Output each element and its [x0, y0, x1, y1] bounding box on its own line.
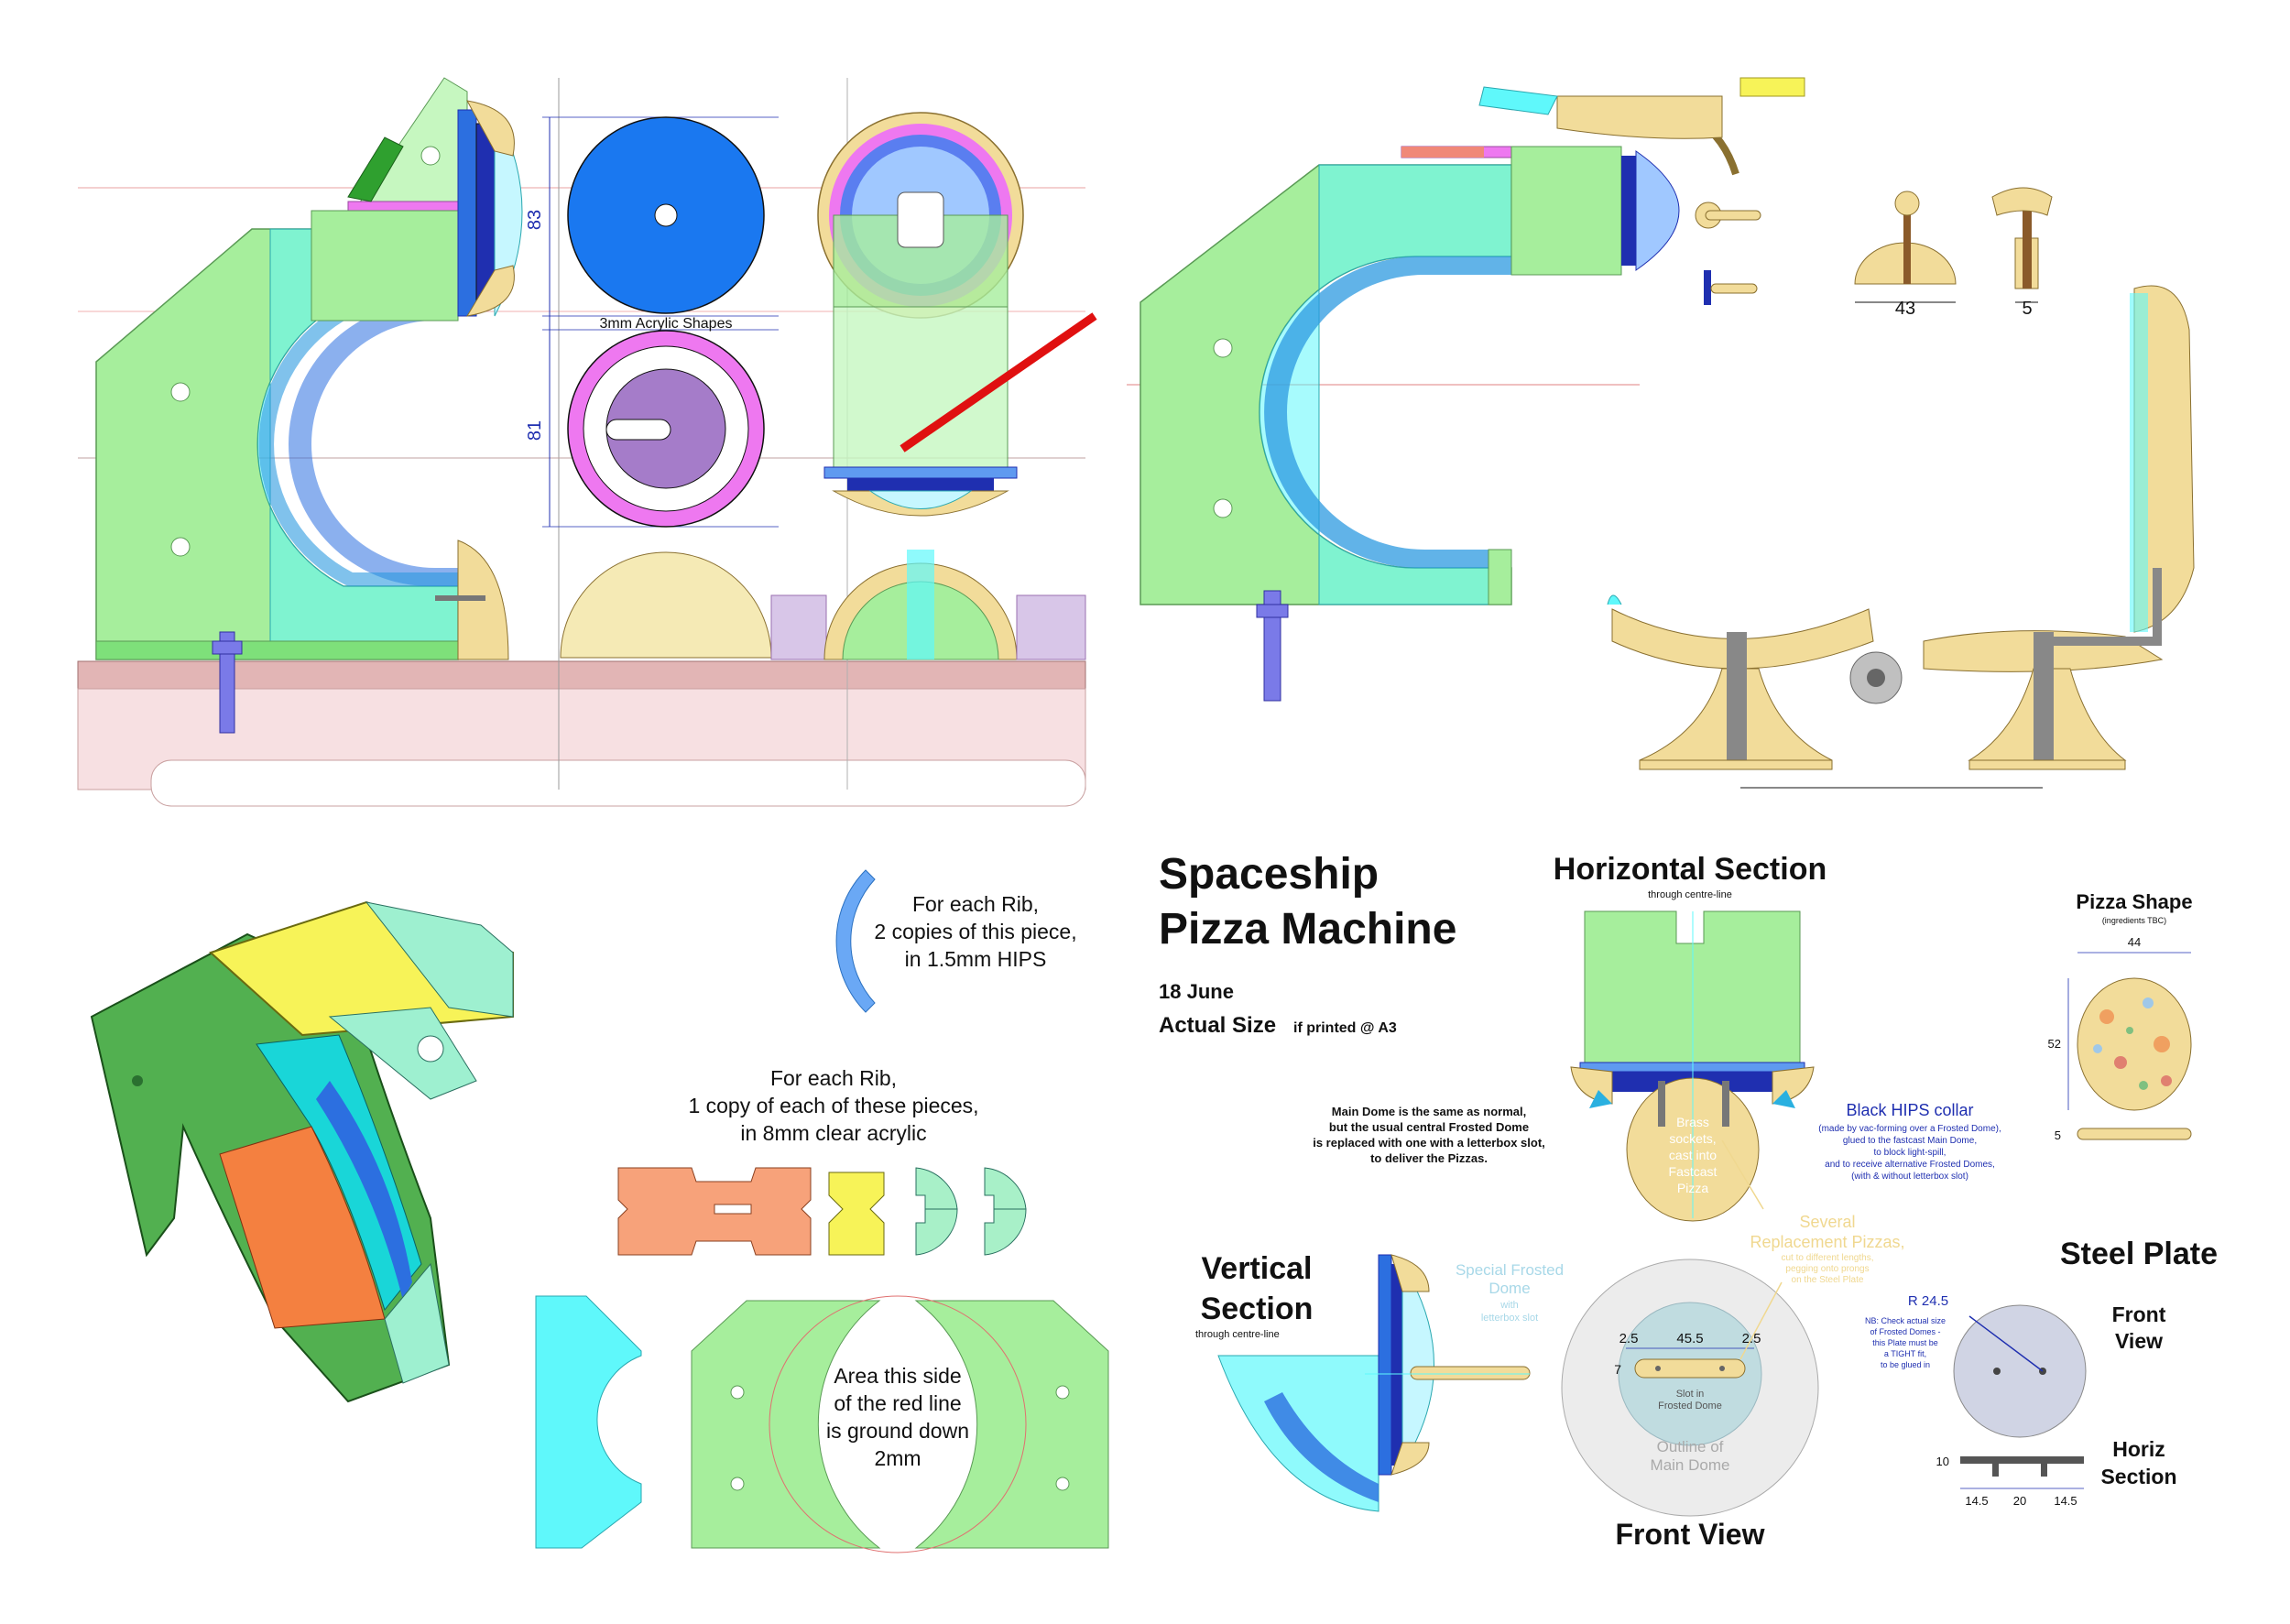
- ground-note-line3: is ground down: [826, 1419, 969, 1443]
- nb-note-5: to be glued in: [1881, 1360, 1930, 1369]
- brass-note-5: Pizza: [1677, 1181, 1708, 1195]
- title-line1: Spaceship: [1159, 850, 1379, 899]
- collar-note-3: to block light-spill,: [1874, 1148, 1946, 1158]
- replacement-sub-3: on the Steel Plate: [1792, 1275, 1864, 1285]
- dim-81: 81: [525, 420, 545, 441]
- steel-plate-title: Steel Plate: [2060, 1237, 2218, 1271]
- rib-acrylic-line1: For each Rib,: [770, 1066, 897, 1090]
- nb-note-4: a TIGHT fit,: [1884, 1349, 1926, 1358]
- pizza-shape-subtitle: (ingredients TBC): [2102, 916, 2166, 925]
- brass-note: Brass sockets, cast into Fastcast Pizza: [1669, 1115, 1718, 1195]
- horizontal-section: Horizontal Section through centre-line M…: [1313, 852, 2001, 1222]
- acrylic-rib-pieces: For each Rib, 1 copy of each of these pi…: [617, 1066, 1027, 1256]
- main-dome-note: Main Dome is the same as normal, but the…: [1313, 1105, 1545, 1165]
- pivot-details: 43 5: [1854, 187, 2053, 319]
- dim-45-5: 45.5: [1676, 1331, 1703, 1346]
- replacement-note-1: Several: [1799, 1213, 1855, 1231]
- frosted-note-2: Dome: [1488, 1280, 1530, 1297]
- vertical-section: Vertical Section through centre-line Spe…: [1195, 1251, 1564, 1512]
- rib-3d-model: [90, 900, 514, 1403]
- frosted-dome-note: Special Frosted Dome with letterbox slot: [1456, 1261, 1564, 1324]
- main-dome-note-1: Main Dome is the same as normal,: [1332, 1105, 1526, 1118]
- collar-note-1: (made by vac-forming over a Frosted Dome…: [1818, 1124, 2001, 1134]
- horizontal-section-title: Horizontal Section: [1554, 852, 1827, 887]
- slot-note-2: Frosted Dome: [1658, 1401, 1722, 1411]
- vertical-section-title-1: Vertical: [1202, 1251, 1313, 1286]
- brass-note-2: sockets,: [1669, 1131, 1716, 1146]
- main-dome-note-4: to deliver the Pizzas.: [1370, 1151, 1488, 1165]
- nb-note-1: NB: Check actual size: [1865, 1316, 1946, 1325]
- dim-pizza-5: 5: [2055, 1128, 2061, 1142]
- title-block: Spaceship Pizza Machine 18 June Actual S…: [1159, 850, 1456, 1038]
- replacement-note-2: Replacement Pizzas,: [1750, 1233, 1904, 1251]
- main-dome-note-2: but the usual central Frosted Dome: [1329, 1120, 1529, 1134]
- dim-14-5-left: 14.5: [1965, 1494, 1988, 1508]
- ground-down-pieces: Area this side of the red line is ground…: [535, 1295, 1109, 1553]
- date: 18 June: [1159, 980, 1234, 1003]
- horiz-label-2: Section: [2100, 1465, 2176, 1488]
- rib-acrylic-line3: in 8mm clear acrylic: [740, 1121, 926, 1145]
- title-line2: Pizza Machine: [1159, 905, 1456, 954]
- vertical-section-subtitle: through centre-line: [1195, 1329, 1280, 1340]
- frosted-note-4: letterbox slot: [1481, 1313, 1538, 1324]
- nb-note-2: of Frosted Domes -: [1870, 1327, 1940, 1336]
- dome-front-views: [817, 112, 1097, 660]
- brass-note-1: Brass: [1676, 1115, 1709, 1129]
- dim-14-5-right: 14.5: [2054, 1494, 2077, 1508]
- vertical-section-title-2: Section: [1201, 1292, 1314, 1326]
- pizza-shape: Pizza Shape (ingredients TBC) 44 52 5: [2048, 890, 2193, 1142]
- acrylic-shapes-label: 3mm Acrylic Shapes: [600, 316, 733, 332]
- top-right-side-section: [1127, 77, 1805, 702]
- rib-hips-line2: 2 copies of this piece,: [874, 920, 1076, 943]
- brass-note-4: Fastcast: [1669, 1164, 1718, 1179]
- collar-note-2: glued to the fastcast Main Dome,: [1843, 1136, 1977, 1146]
- dim-7: 7: [1614, 1362, 1621, 1377]
- dim-20: 20: [2013, 1494, 2026, 1508]
- steel-plate-radius: R 24.5: [1908, 1293, 1948, 1309]
- dim-10: 10: [1936, 1455, 1949, 1468]
- ground-note-line2: of the red line: [834, 1391, 961, 1415]
- front-view: 2.5 45.5 2.5 7 Slot in Frosted Dome Outl…: [1561, 1139, 1905, 1551]
- frosted-note-1: Special Frosted: [1456, 1261, 1564, 1279]
- collar-note: Black HIPS collar (made by vac-forming o…: [1818, 1101, 2001, 1182]
- slot-note-1: Slot in: [1676, 1389, 1705, 1400]
- stool-and-chair: [1607, 285, 2195, 789]
- horizontal-section-subtitle: through centre-line: [1648, 889, 1732, 900]
- collar-note-5: (with & without letterbox slot): [1851, 1172, 1968, 1182]
- dim-43: 43: [1895, 299, 1915, 319]
- scale-label: Actual Size: [1159, 1013, 1276, 1038]
- front-view-label-2: View: [2115, 1329, 2163, 1353]
- steel-plate-nb-note: NB: Check actual size of Frosted Domes -…: [1865, 1316, 1946, 1369]
- ground-note-line4: 2mm: [874, 1446, 921, 1470]
- outline-note-1: Outline of: [1657, 1438, 1724, 1455]
- collar-note-4: and to receive alternative Frosted Domes…: [1825, 1160, 1995, 1170]
- frosted-note-3: with: [1499, 1300, 1519, 1311]
- hips-rib-piece: For each Rib, 2 copies of this piece, in…: [835, 869, 1077, 1013]
- acrylic-shapes: 3mm Acrylic Shapes: [560, 116, 827, 660]
- replacement-sub-2: pegging onto prongs: [1785, 1264, 1869, 1274]
- horiz-label-1: Horiz: [2112, 1437, 2165, 1461]
- collar-title: Black HIPS collar: [1846, 1101, 1973, 1119]
- rib-hips-line3: in 1.5mm HIPS: [905, 947, 1047, 971]
- brass-note-3: cast into: [1669, 1148, 1717, 1162]
- dim-83: 83: [525, 210, 545, 230]
- dim-5: 5: [2022, 299, 2032, 319]
- steel-plate: Steel Plate R 24.5 NB: Check actual size…: [1865, 1237, 2218, 1508]
- replacement-note: Several Replacement Pizzas, cut to diffe…: [1750, 1213, 1904, 1285]
- front-view-label-1: Front: [2112, 1302, 2166, 1326]
- nb-note-3: this Plate must be: [1872, 1338, 1938, 1347]
- rib-acrylic-line2: 1 copy of each of these pieces,: [688, 1094, 978, 1117]
- dim-52: 52: [2048, 1037, 2061, 1051]
- pizza-shape-title: Pizza Shape: [2076, 890, 2192, 913]
- front-view-title: Front View: [1616, 1518, 1765, 1551]
- dim-2-5-left: 2.5: [1619, 1331, 1639, 1346]
- ground-note-line1: Area this side: [834, 1364, 961, 1388]
- replacement-sub-1: cut to different lengths,: [1782, 1253, 1874, 1263]
- rib-hips-line1: For each Rib,: [912, 892, 1039, 916]
- dim-44: 44: [2128, 935, 2141, 949]
- scale-note: if printed @ A3: [1293, 1020, 1397, 1036]
- outline-note-2: Main Dome: [1651, 1456, 1730, 1474]
- main-dome-note-3: is replaced with one with a letterbox sl…: [1313, 1136, 1545, 1150]
